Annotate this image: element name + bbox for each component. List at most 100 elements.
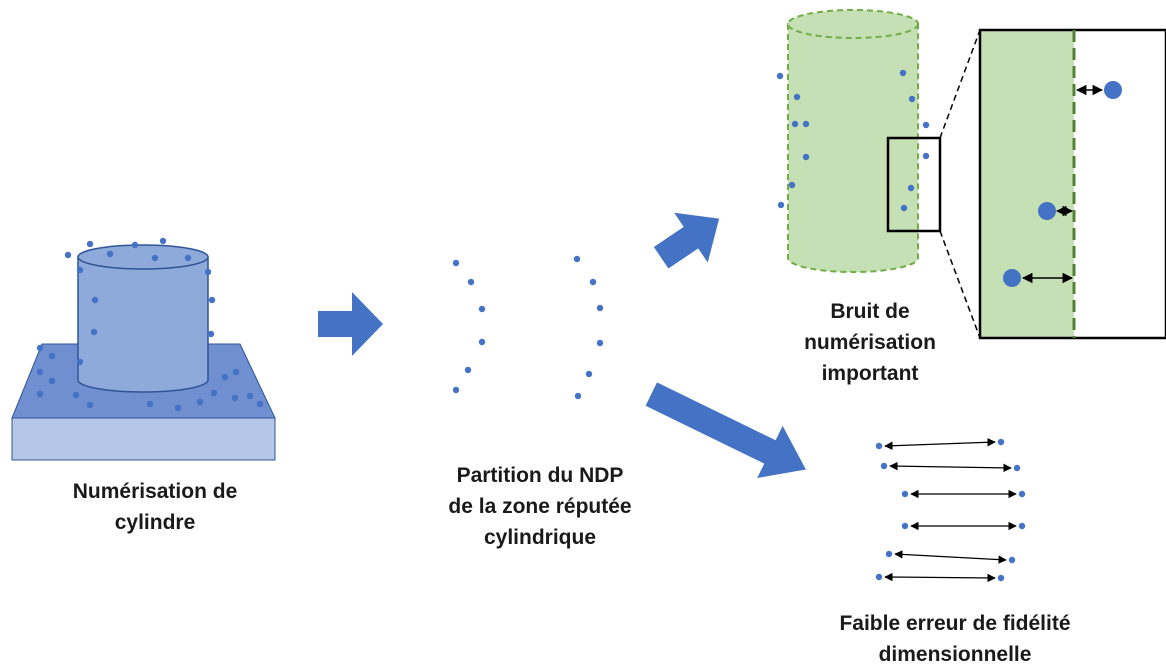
- measure-point-left: [901, 490, 909, 498]
- noise-point: [793, 93, 801, 101]
- noise-point: [776, 72, 784, 80]
- partition-point: [574, 392, 582, 400]
- inset-point-inside: [1003, 269, 1021, 287]
- scan-point: [246, 392, 254, 400]
- scan-point: [232, 368, 240, 376]
- partition-point: [452, 386, 460, 394]
- scan-point: [76, 358, 84, 366]
- noise-point: [802, 120, 810, 128]
- zoom-guide-top: [939, 29, 981, 139]
- caption-line: cylindrique: [483, 526, 597, 549]
- noise-point: [777, 201, 785, 209]
- measure-point-right: [997, 574, 1005, 582]
- diameter-arrow: [884, 572, 996, 583]
- partition-point: [467, 278, 475, 286]
- partition-point: [596, 339, 604, 347]
- cylinder-body: [77, 256, 209, 393]
- diameter-arrow: [894, 550, 1007, 564]
- noisy-cylinder-top: [787, 9, 919, 39]
- measure-point-right: [1018, 490, 1026, 498]
- scanned-cylinder-illustration: [11, 237, 276, 461]
- caption-line: cylindre: [114, 511, 196, 534]
- measurement-row: [875, 572, 1005, 583]
- noise-point: [900, 204, 908, 212]
- measurement-row: [901, 489, 1026, 499]
- inset-point-outside: [1104, 81, 1122, 99]
- diameter-measurements: [875, 438, 1026, 583]
- diameter-arrow: [884, 438, 996, 450]
- zoom-inset: [978, 28, 1166, 340]
- noise-points: [776, 69, 930, 212]
- caption-line: de la zone réputée: [448, 495, 632, 518]
- noise-point: [922, 121, 930, 129]
- noise-point: [791, 120, 799, 128]
- noise-point: [788, 181, 796, 189]
- scan-point: [256, 400, 264, 408]
- scan-point: [36, 344, 44, 352]
- diameter-arrow: [889, 461, 1012, 473]
- scan-point: [48, 352, 56, 360]
- noisy-cylinder-body: [787, 23, 919, 273]
- scan-point: [210, 389, 218, 397]
- scan-point: [106, 250, 114, 258]
- noise-point: [907, 184, 915, 192]
- process-arrow-down-right: [645, 382, 806, 478]
- noisy-cylinder-illustration: [776, 9, 981, 339]
- scan-point: [131, 241, 139, 249]
- measure-point-right: [1013, 464, 1021, 472]
- measure-point-left: [880, 462, 888, 470]
- caption-line: important: [821, 362, 919, 385]
- scan-point: [159, 237, 167, 245]
- partition-point: [589, 278, 597, 286]
- partition-point: [596, 304, 604, 312]
- noise-point: [922, 152, 930, 160]
- noise-point: [908, 95, 916, 103]
- scan-point: [146, 400, 154, 408]
- scan-point: [91, 296, 99, 304]
- caption-line: Numérisation de: [72, 480, 238, 503]
- zoom-inset-surface: [980, 30, 1074, 338]
- scan-point: [86, 401, 94, 409]
- caption-line: Faible erreur de fidélité: [839, 612, 1071, 635]
- scan-point: [151, 254, 159, 262]
- scan-point: [90, 328, 98, 336]
- noise-point: [802, 153, 810, 161]
- scan-point: [231, 394, 239, 402]
- measurement-row: [880, 461, 1021, 473]
- scan-point: [174, 404, 182, 412]
- measure-point-right: [1018, 522, 1026, 530]
- partition-points: [452, 255, 604, 400]
- measure-point-right: [997, 438, 1005, 446]
- measure-point-left: [885, 550, 893, 558]
- caption-high-noise: Bruit de numérisation important: [770, 296, 970, 389]
- inset-point-near: [1038, 202, 1056, 220]
- measurement-row: [901, 521, 1026, 531]
- measure-point-left: [875, 573, 883, 581]
- partition-point: [573, 255, 581, 263]
- caption-line: numérisation: [804, 331, 936, 354]
- process-arrow-right: [318, 292, 383, 356]
- caption-line: dimensionnelle: [878, 643, 1032, 666]
- scan-point: [48, 377, 56, 385]
- caption-line: Bruit de: [830, 300, 910, 323]
- caption-line: Partition du NDP: [456, 464, 624, 487]
- measurement-row: [885, 550, 1016, 564]
- scan-point: [196, 398, 204, 406]
- measurement-row: [875, 438, 1005, 450]
- scan-point: [76, 266, 84, 274]
- partition-point: [452, 259, 460, 267]
- partition-point: [478, 338, 486, 346]
- process-arrow-up-right: [653, 212, 720, 269]
- partition-point: [478, 305, 486, 313]
- measure-point-left: [901, 522, 909, 530]
- caption-partition: Partition du NDP de la zone réputée cyli…: [395, 460, 685, 553]
- zoom-region-box: [886, 136, 942, 233]
- scan-point: [184, 254, 192, 262]
- scan-point: [36, 368, 44, 376]
- caption-low-error: Faible erreur de fidélité dimensionnelle: [770, 608, 1140, 670]
- partition-point: [464, 366, 472, 374]
- scan-point: [86, 240, 94, 248]
- scan-point: [207, 330, 215, 338]
- caption-cylinder-scan: Numérisation de cylindre: [30, 476, 280, 538]
